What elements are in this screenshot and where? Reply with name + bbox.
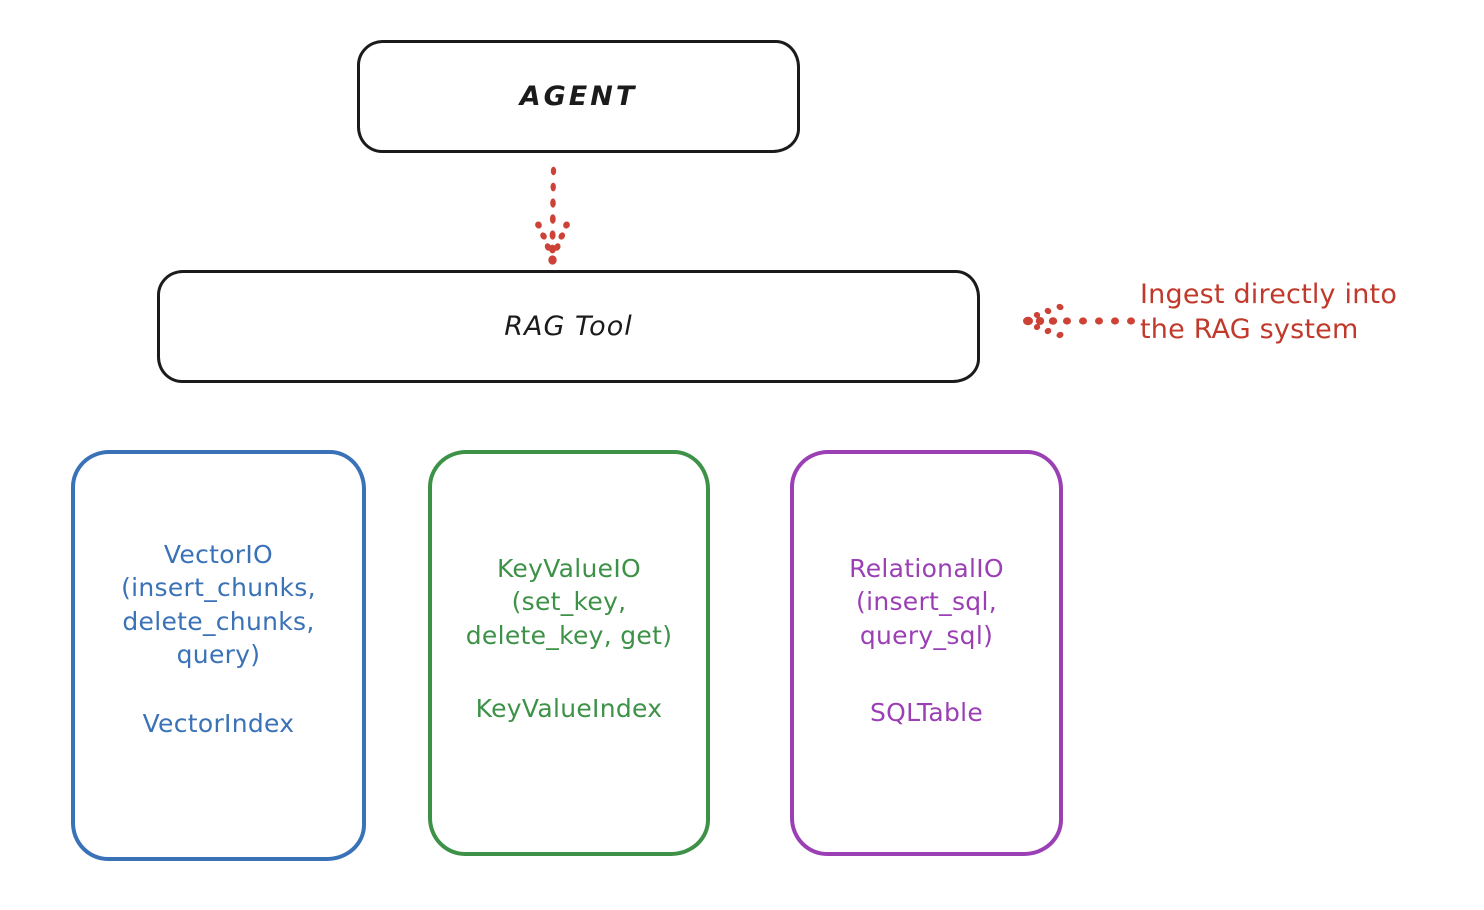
- node-vector-io-content: VectorIO (insert_chunks, delete_chunks, …: [75, 454, 362, 738]
- node-key-value-io[interactable]: KeyValueIO (set_key, delete_key, get) Ke…: [428, 450, 710, 856]
- node-relational-io-content: RelationalIO (insert_sql, query_sql) SQL…: [794, 454, 1059, 727]
- node-relational-io[interactable]: RelationalIO (insert_sql, query_sql) SQL…: [790, 450, 1063, 856]
- node-rag-tool[interactable]: RAG Tool: [157, 270, 980, 383]
- edge-ingest-to-rag-tool: [1023, 303, 1135, 339]
- node-agent[interactable]: AGENT: [357, 40, 800, 153]
- node-relational-io-index: SQLTable: [869, 697, 984, 727]
- edge-agent-to-rag-tool: [535, 166, 570, 265]
- node-vector-io-index: VectorIndex: [142, 709, 295, 738]
- node-key-value-io-api: KeyValueIO (set_key, delete_key, get): [465, 554, 673, 650]
- node-vector-io-api: VectorIO (insert_chunks, delete_chunks, …: [121, 540, 316, 669]
- node-relational-io-api: RelationalIO (insert_sql, query_sql): [849, 554, 1004, 650]
- node-key-value-io-index: KeyValueIndex: [475, 693, 663, 723]
- annotation-ingest: Ingest directly into the RAG system: [1140, 279, 1398, 345]
- node-key-value-io-content: KeyValueIO (set_key, delete_key, get) Ke…: [432, 454, 706, 723]
- node-rag-tool-label: RAG Tool: [504, 311, 633, 342]
- node-vector-io[interactable]: VectorIO (insert_chunks, delete_chunks, …: [71, 450, 366, 861]
- node-agent-label: AGENT: [519, 81, 638, 112]
